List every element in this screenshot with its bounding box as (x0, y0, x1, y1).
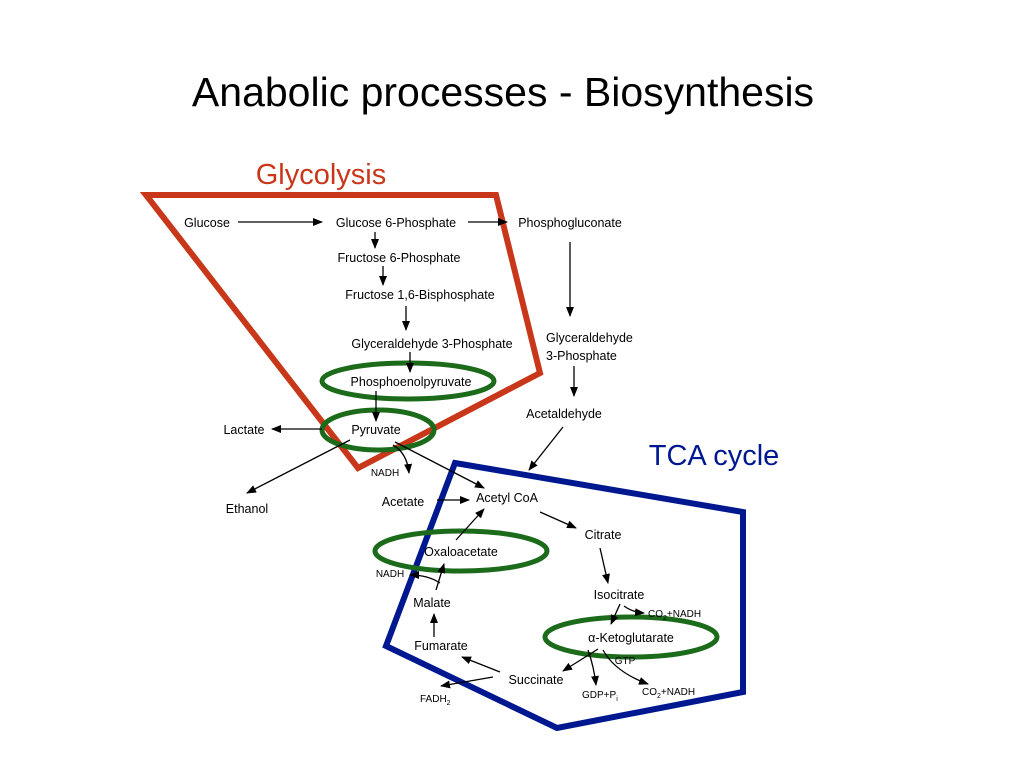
nadh-label-isocitrate: +NADH (667, 609, 701, 620)
arrow-succinate-to-fumarate (461, 656, 501, 673)
slide-title: Anabolic processes - Biosynthesis (192, 69, 814, 115)
node-glyceraldehyde-3-phosphate: Glyceraldehyde 3-Phosphate (351, 337, 512, 351)
node-citrate: Citrate (585, 528, 622, 542)
node-fadh2: FADH2 (420, 694, 451, 707)
fadh-subscript: 2 (447, 700, 451, 707)
co2-subscript-bottom: 2 (657, 693, 661, 700)
node-nadh-pyruvate: NADH (371, 468, 399, 479)
node-co2-nadh-bottom: CO2+NADH (642, 687, 695, 700)
node-gtp: GTP (615, 656, 636, 667)
arrow-acetaldehyde-to-acetylcoa (528, 426, 564, 471)
arrow-pyruvate-to-acetylcoa (394, 441, 485, 489)
co2-subscript-isocitrate: 2 (663, 615, 667, 622)
arrow-co2-nadh-release-isocitrate (623, 605, 645, 617)
node-succinate: Succinate (509, 673, 564, 687)
tca-region-outline (382, 459, 746, 732)
pathway-arrows (238, 218, 649, 689)
node-glucose: Glucose (184, 216, 230, 230)
node-acetyl-coa: Acetyl CoA (476, 491, 538, 505)
fadh-label: FADH (420, 694, 447, 705)
nadh-label-bottom: +NADH (661, 687, 695, 698)
pyruvate-highlight (319, 407, 437, 453)
node-alpha-ketoglutarate: α-Ketoglutarate (588, 631, 674, 645)
node-phosphogluconate: Phosphogluconate (518, 216, 622, 230)
node-gdp-pi: GDP+Pi (582, 690, 618, 703)
node-phosphoenolpyruvate: Phosphoenolpyruvate (351, 375, 472, 389)
node-ethanol: Ethanol (226, 502, 268, 516)
arrow-succinate-to-fadh2 (440, 676, 494, 689)
node-co2-nadh-isocitrate: CO2+NADH (648, 609, 701, 622)
glycolysis-label: Glycolysis (256, 159, 387, 191)
ketoglutarate-highlight (542, 614, 720, 660)
arrow-malate-to-oxaloacetate (435, 563, 446, 591)
arrow-citrate-to-isocitrate (599, 547, 610, 584)
arrow-nadh-release-pyruvate (392, 444, 413, 474)
node-nadh-malate: NADH (376, 569, 404, 580)
arrow-gdp-to-gtp (587, 649, 599, 686)
node-glucose-6-phosphate: Glucose 6-Phosphate (336, 216, 456, 230)
node-lactate: Lactate (223, 423, 264, 437)
arrow-isocitrate-to-ketoglutarate (610, 603, 621, 625)
ketoglutarate-label: -Ketoglutarate (595, 631, 674, 645)
oxaloacetate-highlight (372, 528, 550, 574)
node-acetate: Acetate (382, 495, 424, 509)
node-pyruvate: Pyruvate (351, 423, 400, 437)
gdp-label: GDP+P (582, 690, 617, 701)
arrow-oxaloacetate-to-acetylcoa (455, 508, 485, 541)
pi-subscript: i (616, 696, 618, 703)
node-isocitrate: Isocitrate (594, 588, 645, 602)
arrow-pyruvate-to-ethanol (246, 439, 351, 494)
co2-label-bottom: CO (642, 687, 657, 698)
arrow-nadh-release-malate (409, 571, 441, 584)
arrow-co2-nadh-release-bottom (602, 649, 649, 685)
node-glyceraldehyde-side-line1: Glyceraldehyde (546, 331, 633, 345)
alpha-symbol: α (588, 631, 595, 645)
node-malate: Malate (413, 596, 451, 610)
tca-cycle-label: TCA cycle (649, 440, 780, 472)
node-fructose-bisphosphate: Fructose 1,6-Bisphosphate (345, 288, 494, 302)
arrow-ketoglutarate-to-succinate (562, 648, 599, 672)
node-fumarate: Fumarate (414, 639, 468, 653)
node-oxaloacetate: Oxaloacetate (424, 545, 498, 559)
arrow-acetylcoa-to-citrate (539, 511, 577, 529)
co2-label-isocitrate: CO (648, 609, 663, 620)
node-fructose-6-phosphate: Fructose 6-Phosphate (338, 251, 461, 265)
node-glyceraldehyde-side-line2: 3-Phosphate (546, 349, 617, 363)
glycolysis-region-outline (139, 192, 544, 472)
node-acetaldehyde: Acetaldehyde (526, 407, 602, 421)
